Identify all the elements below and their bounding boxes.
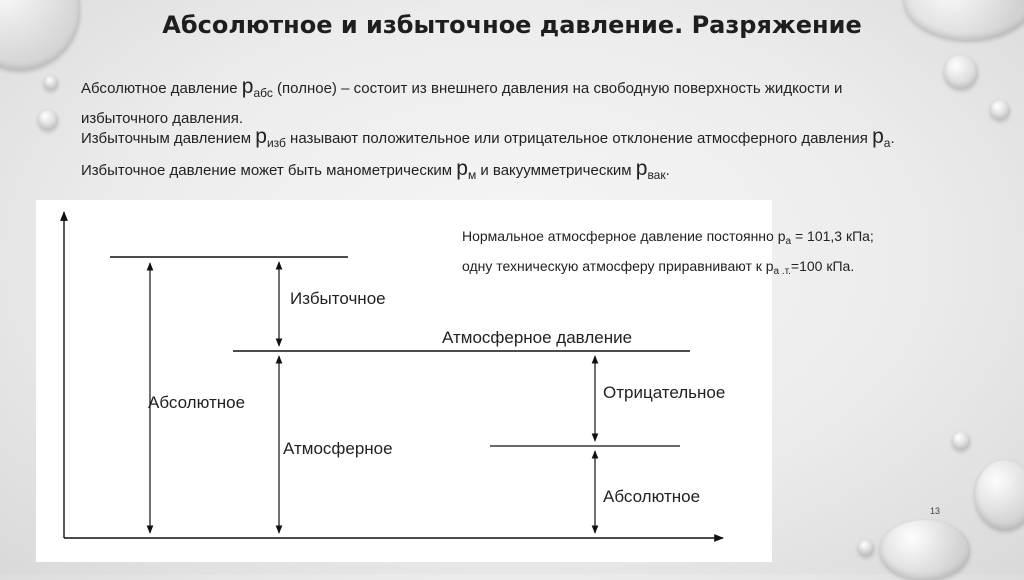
note-line-1-end: = 101,3 кПа; (791, 228, 874, 244)
note-line-1-text: Нормальное атмосферное давление постоянн… (462, 228, 786, 244)
note-line-2-sub: а .т. (774, 266, 791, 277)
note-text: Нормальное атмосферное давление постоянн… (462, 224, 992, 284)
label-negative: Отрицательное (603, 383, 725, 402)
note-line-2-end: =100 кПа. (791, 258, 854, 274)
label-absolute-right: Абсолютное (603, 487, 700, 506)
label-absolute-left: Абсолютное (148, 393, 245, 412)
label-atmospheric-pressure: Атмосферное давление (442, 328, 632, 347)
label-atmospheric: Атмосферное (283, 439, 393, 458)
note-line-2: одну техническую атмосферу приравнивают … (462, 254, 992, 284)
note-line-2-text: одну техническую атмосферу приравнивают … (462, 258, 774, 274)
label-excess: Избыточное (290, 289, 386, 308)
page-number: 13 (930, 506, 940, 516)
note-line-1: Нормальное атмосферное давление постоянн… (462, 224, 992, 254)
